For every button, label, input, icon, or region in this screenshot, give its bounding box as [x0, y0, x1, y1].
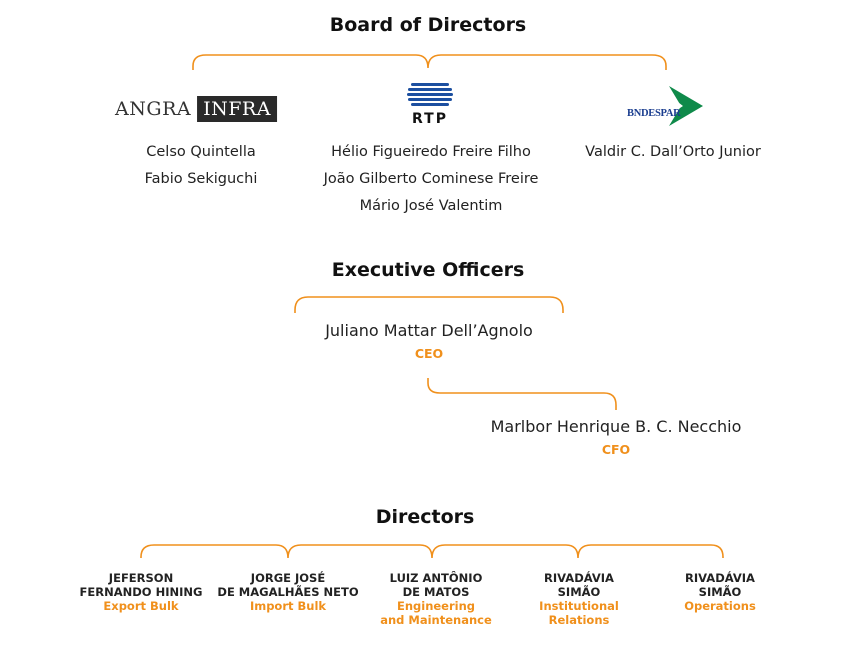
director-card: LUIZ ANTÔNIO DE MATOS Engineering and Ma…	[380, 571, 492, 627]
directors-heading: Directors	[375, 506, 475, 528]
ceo-name: Juliano Mattar Dell’Agnolo	[325, 321, 533, 340]
board-member: Hélio Figueiredo Freire Filho	[331, 144, 531, 160]
director-card: RIVADÁVIA SIMÃO Operations	[684, 571, 756, 613]
director-name-line: LUIZ ANTÔNIO	[389, 571, 483, 585]
ceo-cfo-connector	[427, 378, 617, 410]
cfo-role: CFO	[601, 442, 631, 457]
cfo-name: Marlbor Henrique B. C. Necchio	[490, 417, 742, 436]
bndespar-logo: BNDESPAR	[625, 84, 705, 130]
board-member: Mário José Valentim	[359, 198, 503, 214]
bndespar-shape-icon	[665, 86, 703, 126]
director-role-line: Relations	[548, 613, 610, 627]
board-heading: Board of Directors	[329, 14, 527, 36]
board-group-rtp-members: Hélio Figueiredo Freire Filho João Gilbe…	[324, 139, 539, 220]
director-role-line: Engineering	[396, 599, 476, 613]
director-card: JEFERSON FERNANDO HINING Export Bulk	[80, 571, 203, 613]
ceo-role: CEO	[414, 346, 444, 361]
rtp-logo-text: RTP	[412, 111, 448, 127]
board-group-angra-members: Celso Quintella Fabio Sekiguchi	[145, 139, 258, 193]
directors-bracket	[140, 544, 724, 559]
angra-logo-part1: ANGRA	[115, 98, 192, 120]
rtp-stripes-icon	[407, 83, 453, 106]
director-name-line: SIMÃO	[557, 585, 601, 599]
director-role-line: Institutional	[539, 599, 619, 613]
director-name-line: RIVADÁVIA	[544, 571, 614, 585]
director-role-line: Import Bulk	[249, 599, 327, 613]
board-bracket	[192, 54, 667, 70]
board-member: João Gilberto Cominese Freire	[323, 171, 539, 187]
board-member: Valdir C. Dall’Orto Junior	[585, 144, 761, 160]
board-member: Celso Quintella	[146, 144, 256, 160]
director-name-line: DE MATOS	[402, 585, 470, 599]
director-name-line: FERNANDO HINING	[79, 585, 203, 599]
director-card: JORGE JOSÉ DE MAGALHÃES NETO Import Bulk	[217, 571, 358, 613]
angra-infra-logo: ANGRA INFRA	[115, 96, 277, 122]
director-name-line: SIMÃO	[698, 585, 742, 599]
board-member: Fabio Sekiguchi	[144, 171, 258, 187]
executive-heading: Executive Officers	[331, 259, 525, 281]
director-role-line: Export Bulk	[103, 599, 179, 613]
director-role-line: and Maintenance	[380, 613, 492, 627]
board-group-bndespar-members: Valdir C. Dall’Orto Junior	[585, 139, 761, 166]
director-name-line: JORGE JOSÉ	[250, 571, 326, 585]
director-role-line: Operations	[684, 599, 756, 613]
director-name-line: RIVADÁVIA	[685, 571, 755, 585]
angra-logo-part2: INFRA	[197, 96, 277, 122]
director-card: RIVADÁVIA SIMÃO Institutional Relations	[539, 571, 619, 627]
director-name-line: DE MAGALHÃES NETO	[217, 585, 359, 599]
executive-bracket	[294, 296, 564, 313]
bndespar-logo-text: BNDESPAR	[627, 108, 681, 119]
director-name-line: JEFERSON	[108, 571, 174, 585]
rtp-logo: RTP	[400, 82, 460, 127]
